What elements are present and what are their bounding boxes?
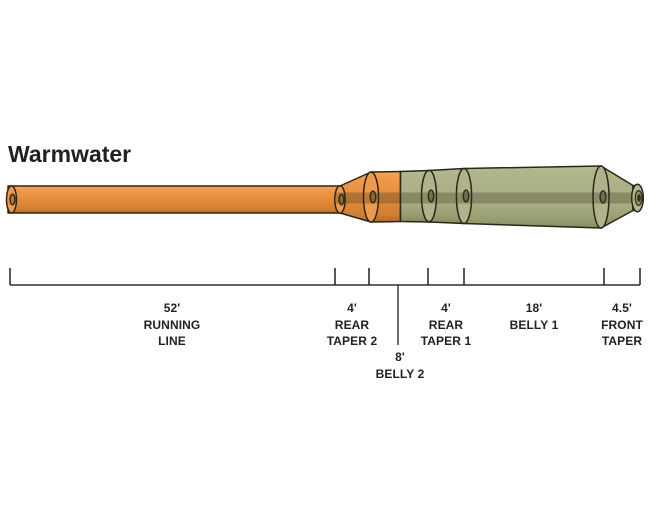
label-rear-taper-1: 4' REAR TAPER 1 — [401, 300, 491, 350]
label-front-taper: 4.5' FRONT TAPER — [577, 300, 650, 350]
core-hole — [462, 189, 470, 203]
segment-name-line: RUNNING — [143, 317, 201, 332]
seam-running-to-taper — [334, 185, 346, 214]
segment-length: 4' — [441, 301, 451, 315]
line-tip — [630, 183, 645, 213]
line-model-title: Warmwater — [8, 141, 132, 167]
segment-length: 18' — [525, 301, 543, 315]
core-hole — [369, 190, 377, 204]
line-body — [5, 165, 640, 229]
label-running-line: 52' RUNNING LINE — [127, 300, 217, 350]
tip-core-hole — [637, 194, 641, 202]
segment-name-line: TAPER 1 — [420, 334, 472, 348]
segment-name-line: BELLY 1 — [509, 317, 559, 332]
measurement-scale — [9, 268, 641, 345]
core-holes — [9, 189, 607, 206]
running-line-end-cap — [5, 185, 18, 214]
core-hole — [427, 189, 435, 203]
segment-name-line: REAR — [334, 317, 370, 332]
core-stripe — [336, 192, 635, 204]
segment-name-line: LINE — [158, 334, 186, 348]
core-hole — [338, 193, 345, 206]
label-belly-1: 18' BELLY 1 — [489, 300, 579, 333]
segment-length: 4.5' — [612, 301, 632, 315]
segment-name-line: BELLY 2 — [375, 366, 425, 381]
label-rear-taper-2: 4' REAR TAPER 2 — [307, 300, 397, 350]
segment-name-line: REAR — [428, 317, 464, 332]
segment-name-line: FRONT — [601, 317, 643, 332]
core-hole — [599, 190, 607, 204]
label-belly-2: 8' BELLY 2 — [355, 349, 445, 382]
segment-length: 8' — [395, 350, 405, 364]
segment-length: 4' — [347, 301, 357, 315]
segment-name-line: TAPER — [601, 334, 643, 348]
segment-name-line: TAPER 2 — [326, 334, 378, 348]
segment-length: 52' — [163, 301, 181, 315]
running-line-section — [7, 185, 341, 214]
core-hole — [9, 193, 16, 206]
